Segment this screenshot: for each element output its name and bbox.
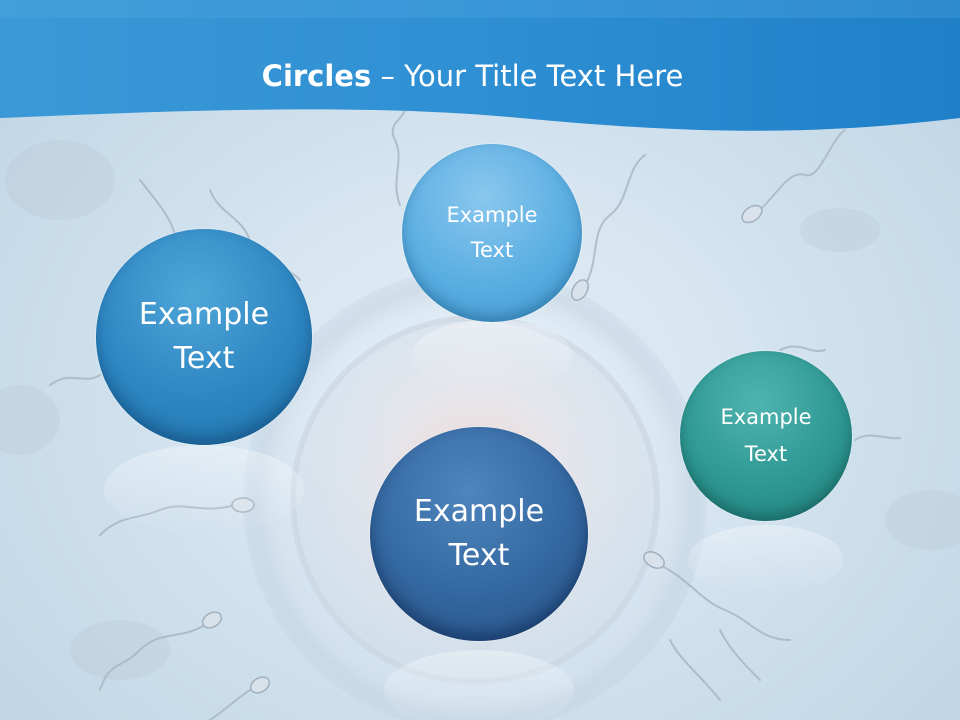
circle-center[interactable]: Example Text — [370, 427, 588, 641]
background-blobs — [0, 140, 960, 680]
circle-right-line2: Text — [744, 442, 788, 466]
header-band-highlight — [0, 0, 960, 18]
circle-right-line1: Example — [720, 405, 812, 429]
circle-left-line1: Example — [138, 297, 270, 332]
slide-title: Circles – Your Title Text Here — [0, 56, 945, 96]
circle-top[interactable]: Example Text — [402, 144, 582, 322]
circle-top-line1: Example — [446, 203, 538, 227]
slide-title-bold: Circles — [261, 59, 372, 93]
circle-center-line1: Example — [413, 494, 545, 529]
circle-center-line2: Text — [448, 538, 510, 573]
circle-right[interactable]: Example Text — [680, 351, 852, 521]
circle-left-line2: Text — [173, 341, 235, 376]
circle-top-line2: Text — [470, 238, 514, 262]
slide-title-rest: – Your Title Text Here — [371, 59, 684, 93]
circle-reflections — [104, 320, 844, 720]
header-band — [0, 0, 960, 131]
circle-left[interactable]: Example Text — [96, 229, 312, 445]
